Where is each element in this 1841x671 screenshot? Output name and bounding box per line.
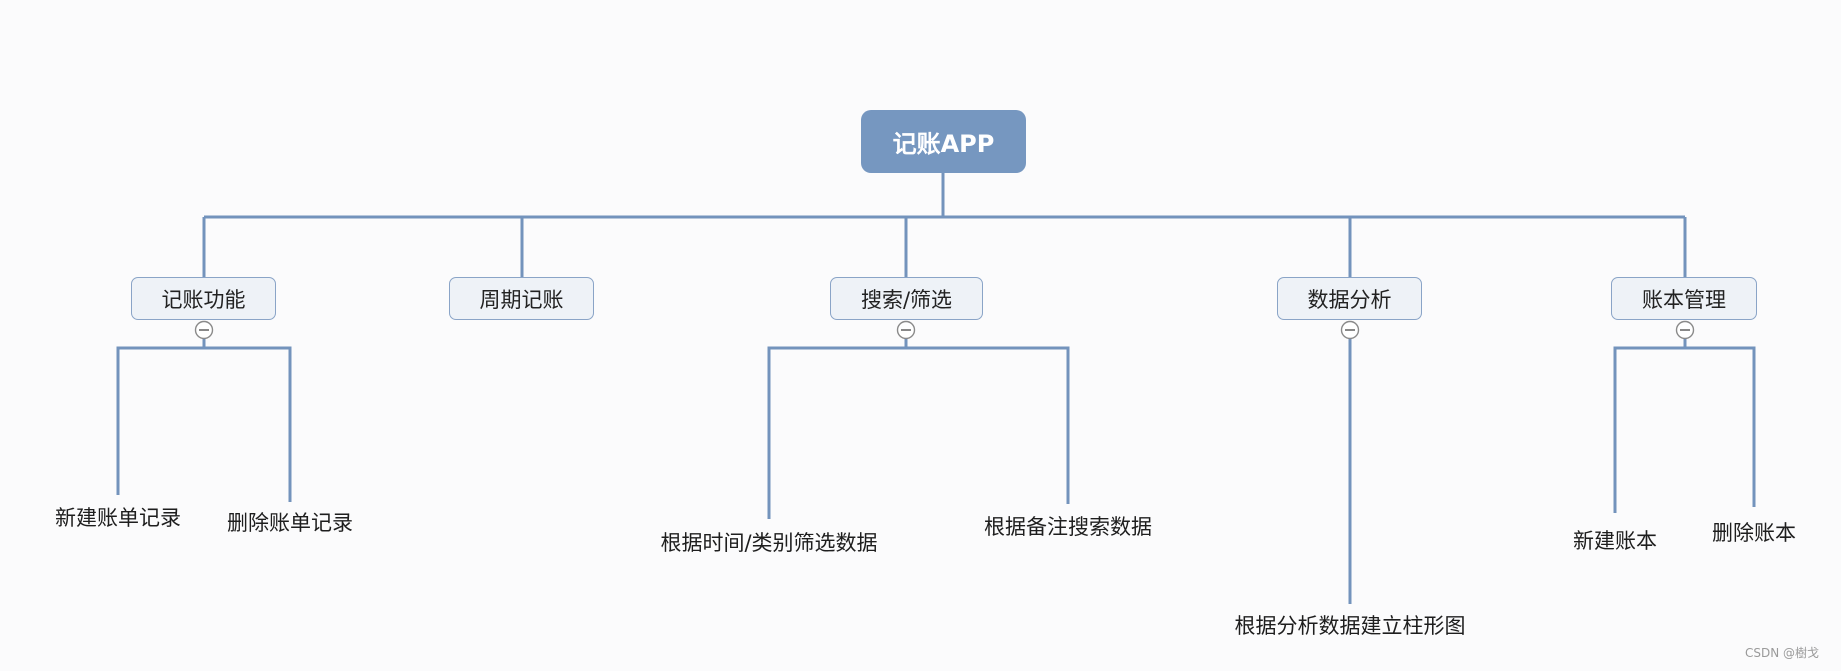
leaf-node[interactable]: 删除账本 — [1712, 521, 1796, 545]
leaf-node[interactable]: 新建账本 — [1573, 529, 1657, 553]
leaf-connector — [1613, 339, 1687, 513]
leaf-node[interactable]: 根据备注搜索数据 — [984, 515, 1152, 539]
leaf-connector — [906, 346, 1070, 504]
leaf-node[interactable]: 删除账单记录 — [227, 511, 353, 535]
leaf-node[interactable]: 根据时间/类别筛选数据 — [660, 531, 878, 555]
collapse-minus-icon[interactable] — [194, 320, 214, 340]
branch-node-data-analysis[interactable]: 数据分析 — [1277, 277, 1422, 320]
leaf-connector — [116, 339, 206, 495]
leaf-connector — [204, 346, 292, 502]
leaf-connector — [767, 339, 908, 519]
collapse-minus-icon[interactable] — [1675, 320, 1695, 340]
leaf-node[interactable]: 根据分析数据建立柱形图 — [1234, 614, 1466, 638]
collapse-minus-icon[interactable] — [896, 320, 916, 340]
collapse-minus-icon[interactable] — [1340, 320, 1360, 340]
branch-node-recurring[interactable]: 周期记账 — [449, 277, 594, 320]
branch-node-bookkeeping[interactable]: 记账功能 — [131, 277, 276, 320]
root-node[interactable]: 记账APP — [861, 110, 1026, 173]
branch-node-search-filter[interactable]: 搜索/筛选 — [830, 277, 983, 320]
leaf-node[interactable]: 新建账单记录 — [55, 506, 181, 530]
watermark: CSDN @樹戈 — [1744, 646, 1819, 660]
branch-node-ledger-management[interactable]: 账本管理 — [1611, 277, 1757, 320]
leaf-connector — [1685, 346, 1756, 507]
